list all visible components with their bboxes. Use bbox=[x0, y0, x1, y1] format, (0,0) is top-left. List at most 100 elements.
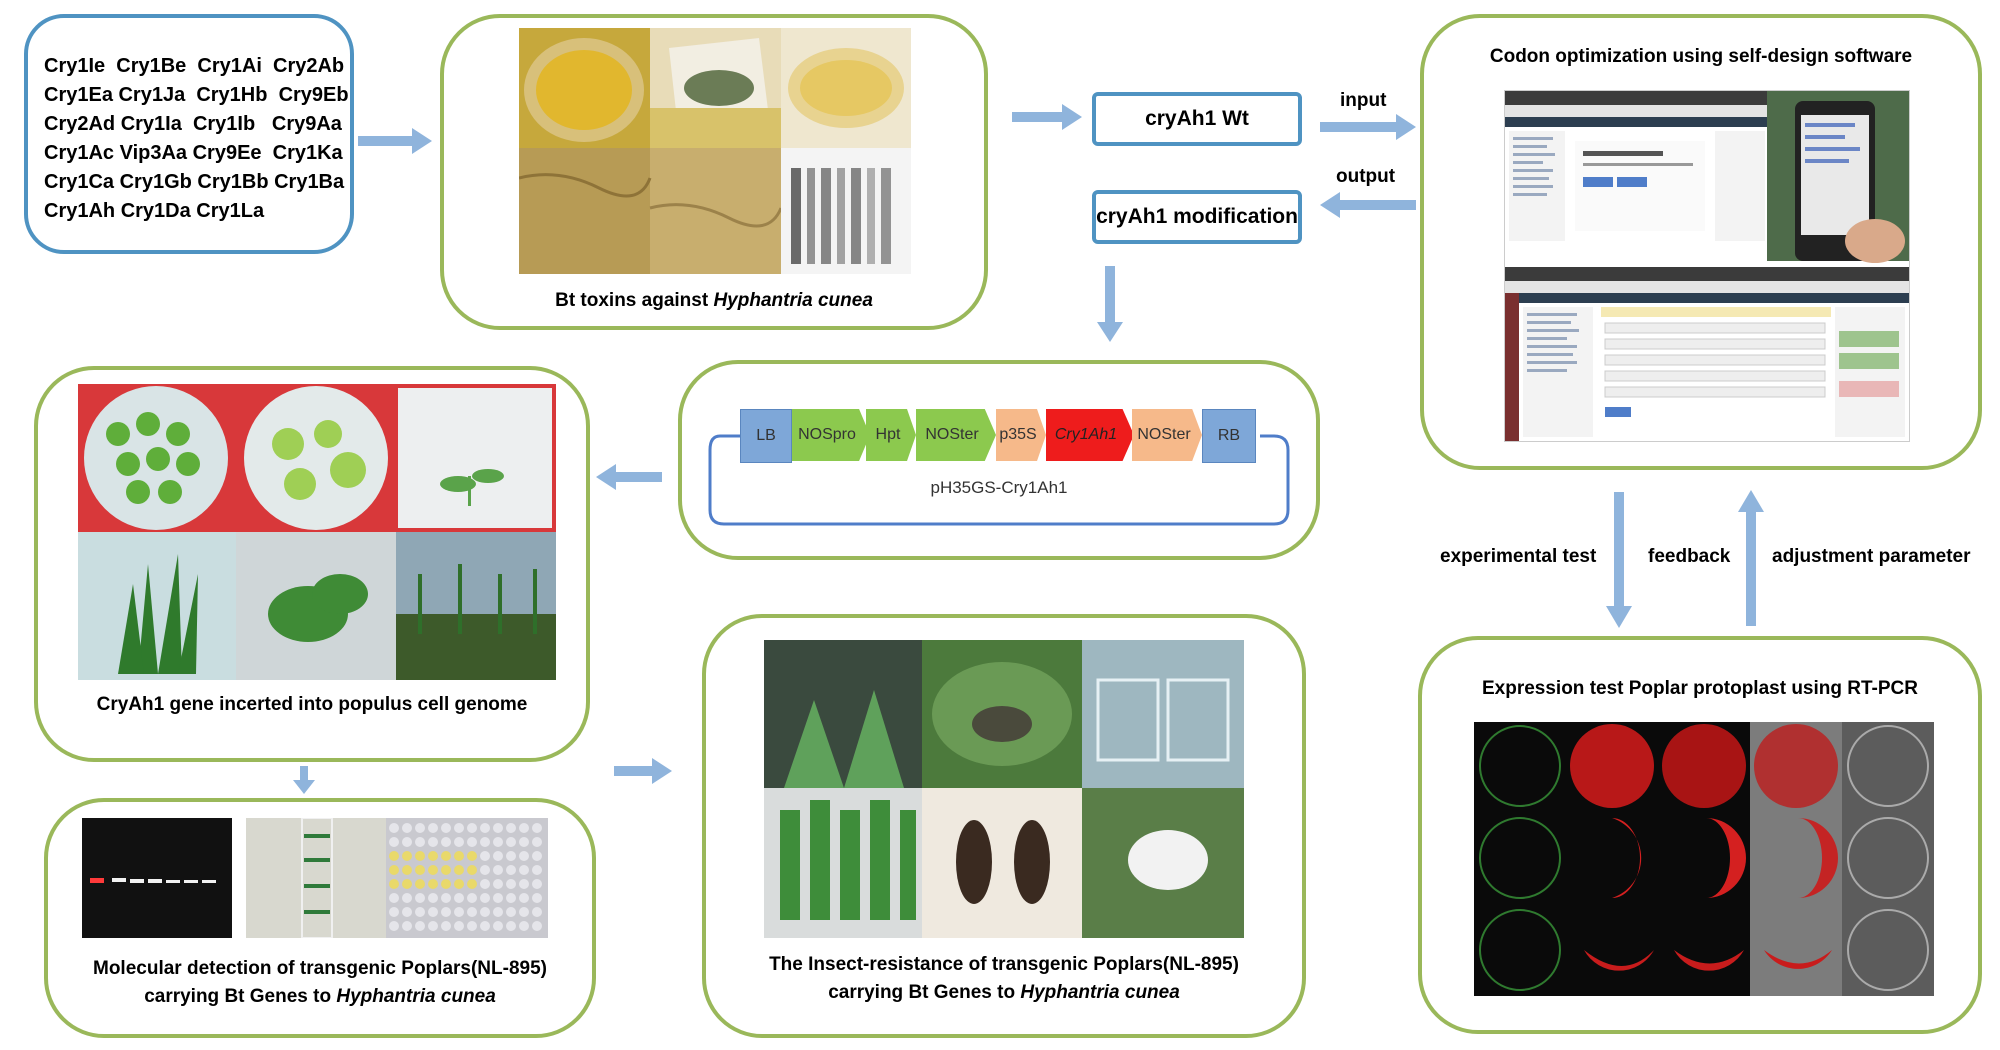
species-name: Hyphantria cunea bbox=[713, 290, 873, 311]
insertion-caption: CryAh1 gene incerted into populus cell g… bbox=[96, 694, 528, 715]
elisa-well bbox=[415, 907, 425, 917]
elisa-well bbox=[480, 865, 490, 875]
resistance-caption-line2: carrying Bt Genes to Hyphantria cunea bbox=[828, 982, 1180, 1003]
gene-insertion-panel: CryAh1 gene incerted into populus cell g… bbox=[34, 366, 590, 762]
adjustment-parameter-label: adjustment parameter bbox=[1772, 546, 1971, 567]
protoplast-fluorescence-grid bbox=[1474, 722, 1934, 996]
elisa-well bbox=[415, 837, 425, 847]
elisa-well bbox=[428, 921, 438, 931]
elisa-well bbox=[389, 865, 399, 875]
elisa-well bbox=[519, 879, 529, 889]
elisa-well bbox=[467, 907, 477, 917]
elisa-well bbox=[532, 893, 542, 903]
elisa-well bbox=[454, 921, 464, 931]
elisa-well bbox=[519, 893, 529, 903]
elisa-well bbox=[467, 865, 477, 875]
elisa-well bbox=[480, 837, 490, 847]
arrow-right-icon bbox=[1320, 114, 1416, 140]
elisa-well bbox=[506, 865, 516, 875]
cry-gene-line: Cry1Ca Cry1Gb Cry1Bb Cry1Ba bbox=[44, 171, 345, 193]
cry-gene-line: Cry1Ea Cry1Ja Cry1Hb Cry9Eb bbox=[44, 84, 349, 106]
vector-segment-cry1ah1: Cry1Ah1 bbox=[1046, 409, 1134, 461]
arrow-right-icon bbox=[1012, 104, 1082, 130]
elisa-well bbox=[428, 851, 438, 861]
elisa-well bbox=[454, 851, 464, 861]
vector-segment-noster-2: NOSter bbox=[1132, 409, 1202, 461]
bt-toxin-photo-grid bbox=[519, 28, 911, 274]
elisa-well bbox=[532, 837, 542, 847]
elisa-well bbox=[493, 865, 503, 875]
elisa-well bbox=[493, 907, 503, 917]
output-label: output bbox=[1336, 166, 1396, 187]
elisa-well bbox=[532, 851, 542, 861]
elisa-well bbox=[415, 921, 425, 931]
insect-resistance-photo-grid bbox=[764, 640, 1244, 938]
elisa-well bbox=[519, 837, 529, 847]
elisa-well bbox=[428, 865, 438, 875]
bt-toxins-panel: Bt toxins against Hyphantria cunea bbox=[440, 14, 988, 330]
experimental-test-label: experimental test bbox=[1440, 546, 1597, 567]
species-name: Hyphantria cunea bbox=[336, 986, 496, 1007]
elisa-well bbox=[428, 893, 438, 903]
elisa-well bbox=[493, 921, 503, 931]
arrow-left-icon bbox=[596, 464, 662, 490]
codon-optimization-panel: Codon optimization using self-design sof… bbox=[1420, 14, 1982, 470]
elisa-well bbox=[506, 921, 516, 931]
elisa-well bbox=[532, 823, 542, 833]
elisa-well bbox=[415, 851, 425, 861]
elisa-well bbox=[506, 823, 516, 833]
elisa-well bbox=[480, 907, 490, 917]
arrow-down-icon bbox=[1606, 492, 1632, 628]
elisa-well bbox=[519, 907, 529, 917]
vector-segment-lb: LB bbox=[740, 409, 792, 463]
vector-segment-noster-1: NOSter bbox=[916, 409, 996, 461]
elisa-well bbox=[402, 837, 412, 847]
arrow-right-icon bbox=[614, 758, 672, 784]
vector-loop bbox=[708, 434, 1290, 526]
bt-toxins-caption: Bt toxins against Hyphantria cunea bbox=[555, 290, 873, 311]
elisa-well bbox=[441, 907, 451, 917]
elisa-well bbox=[428, 879, 438, 889]
elisa-well bbox=[467, 837, 477, 847]
gel-electrophoresis-photo bbox=[82, 818, 232, 938]
elisa-well bbox=[506, 879, 516, 889]
elisa-well bbox=[532, 879, 542, 889]
elisa-well bbox=[480, 893, 490, 903]
arrow-up-icon bbox=[1738, 490, 1764, 626]
elisa-well bbox=[389, 907, 399, 917]
elisa-well bbox=[454, 893, 464, 903]
elisa-well bbox=[415, 879, 425, 889]
arrow-down-icon bbox=[293, 766, 315, 794]
input-label: input bbox=[1340, 90, 1387, 111]
elisa-well bbox=[441, 865, 451, 875]
elisa-well bbox=[493, 837, 503, 847]
elisa-well bbox=[389, 893, 399, 903]
expression-test-panel: Expression test Poplar protoplast using … bbox=[1418, 636, 1982, 1034]
vector-segment-nospro: NOSpro bbox=[792, 409, 870, 461]
poplar-tissue-culture-photos bbox=[78, 384, 556, 680]
elisa-well bbox=[441, 893, 451, 903]
elisa-plate-photo bbox=[386, 818, 548, 938]
elisa-well bbox=[480, 921, 490, 931]
elisa-well bbox=[506, 837, 516, 847]
vector-name: pH35GS-Cry1Ah1 bbox=[930, 478, 1068, 497]
arrow-down-icon bbox=[1097, 266, 1123, 342]
elisa-well bbox=[493, 879, 503, 889]
elisa-well bbox=[441, 879, 451, 889]
elisa-well bbox=[454, 907, 464, 917]
elisa-well bbox=[532, 921, 542, 931]
insect-resistance-panel: The Insect-resistance of transgenic Popl… bbox=[702, 614, 1306, 1038]
species-name: Hyphantria cunea bbox=[1020, 982, 1180, 1003]
cry-gene-line: Cry1Ah Cry1Da Cry1La bbox=[44, 200, 265, 222]
elisa-well bbox=[428, 837, 438, 847]
elisa-well bbox=[519, 851, 529, 861]
cryah1-wt-box: cryAh1 Wt bbox=[1092, 92, 1302, 146]
elisa-well bbox=[415, 893, 425, 903]
expression-test-title: Expression test Poplar protoplast using … bbox=[1481, 678, 1918, 699]
elisa-well bbox=[506, 893, 516, 903]
elisa-well bbox=[402, 865, 412, 875]
cryah1-modification-box: cryAh1 modification bbox=[1092, 190, 1302, 244]
elisa-well bbox=[480, 879, 490, 889]
elisa-well bbox=[441, 851, 451, 861]
resistance-caption-line1: The Insect-resistance of transgenic Popl… bbox=[769, 954, 1239, 975]
